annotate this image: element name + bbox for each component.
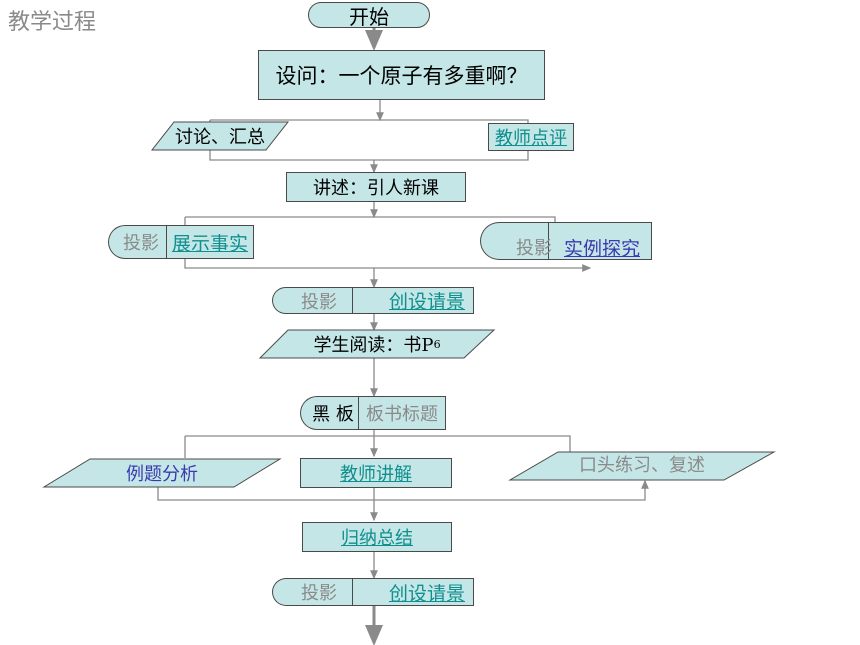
blackboard-body	[358, 396, 446, 430]
projection-mid-body	[352, 287, 474, 314]
reading-label: 学生阅读：书P	[313, 335, 434, 356]
lecture-text: 讲述：引人新课	[313, 178, 439, 199]
start-node: 开始	[308, 2, 430, 29]
question-box: 设问：一个原子有多重啊？	[258, 50, 545, 100]
oral-practice-text: 口头练习、复述	[579, 455, 705, 476]
projection-left-label: 投影	[123, 233, 159, 254]
projection-right-cap	[480, 222, 554, 260]
summary-box: 归纳总结	[302, 522, 452, 552]
projection-mid-cap	[272, 287, 356, 314]
page-title: 教学过程	[8, 10, 97, 35]
projection-right-link[interactable]: 实例探究	[563, 237, 640, 260]
projection-bottom-cap	[272, 578, 356, 606]
lecture-box: 讲述：引人新课	[286, 172, 466, 202]
blackboard-cap	[300, 396, 362, 430]
projection-right: 投影 实例探究	[480, 222, 652, 260]
discuss-text: 讨论、汇总	[175, 127, 265, 148]
projection-bottom-body	[352, 578, 474, 606]
projection-bottom-link[interactable]: 创设请景	[388, 582, 465, 605]
teacher-comment-link[interactable]: 教师点评	[495, 128, 567, 149]
question-text: 设问：一个原子有多重啊？	[275, 64, 528, 88]
projection-mid: 投影 创设请景	[272, 287, 474, 314]
discuss-shape	[150, 121, 290, 151]
projection-bottom-label: 投影	[301, 583, 337, 604]
projection-left-body	[166, 225, 254, 259]
projection-bottom: 投影 创设请景	[272, 578, 474, 606]
projection-mid-label: 投影	[301, 291, 337, 313]
reading-shape	[258, 329, 496, 359]
projection-left-cap	[108, 225, 170, 259]
blackboard-label: 黑 板	[312, 404, 354, 425]
blackboard-node: 黑 板 板书标题	[300, 396, 446, 430]
reading-subscript: 6	[433, 337, 441, 351]
projection-right-label: 投影	[516, 238, 552, 259]
example-text: 例题分析	[126, 464, 198, 485]
teacher-explain-box: 教师讲解	[300, 458, 452, 488]
start-label: 开始	[349, 4, 389, 29]
projection-mid-link[interactable]: 创设请景	[388, 291, 465, 313]
teacher-explain-link[interactable]: 教师讲解	[340, 464, 412, 485]
blackboard-text: 板书标题	[366, 404, 438, 425]
projection-right-body	[548, 222, 652, 260]
example-shape	[42, 458, 282, 488]
projection-left-link[interactable]: 展示事实	[171, 232, 248, 255]
oral-practice-shape	[508, 451, 776, 481]
teacher-comment-box: 教师点评	[488, 123, 574, 151]
summary-link[interactable]: 归纳总结	[341, 528, 413, 549]
projection-left: 投影 展示事实	[108, 225, 254, 259]
